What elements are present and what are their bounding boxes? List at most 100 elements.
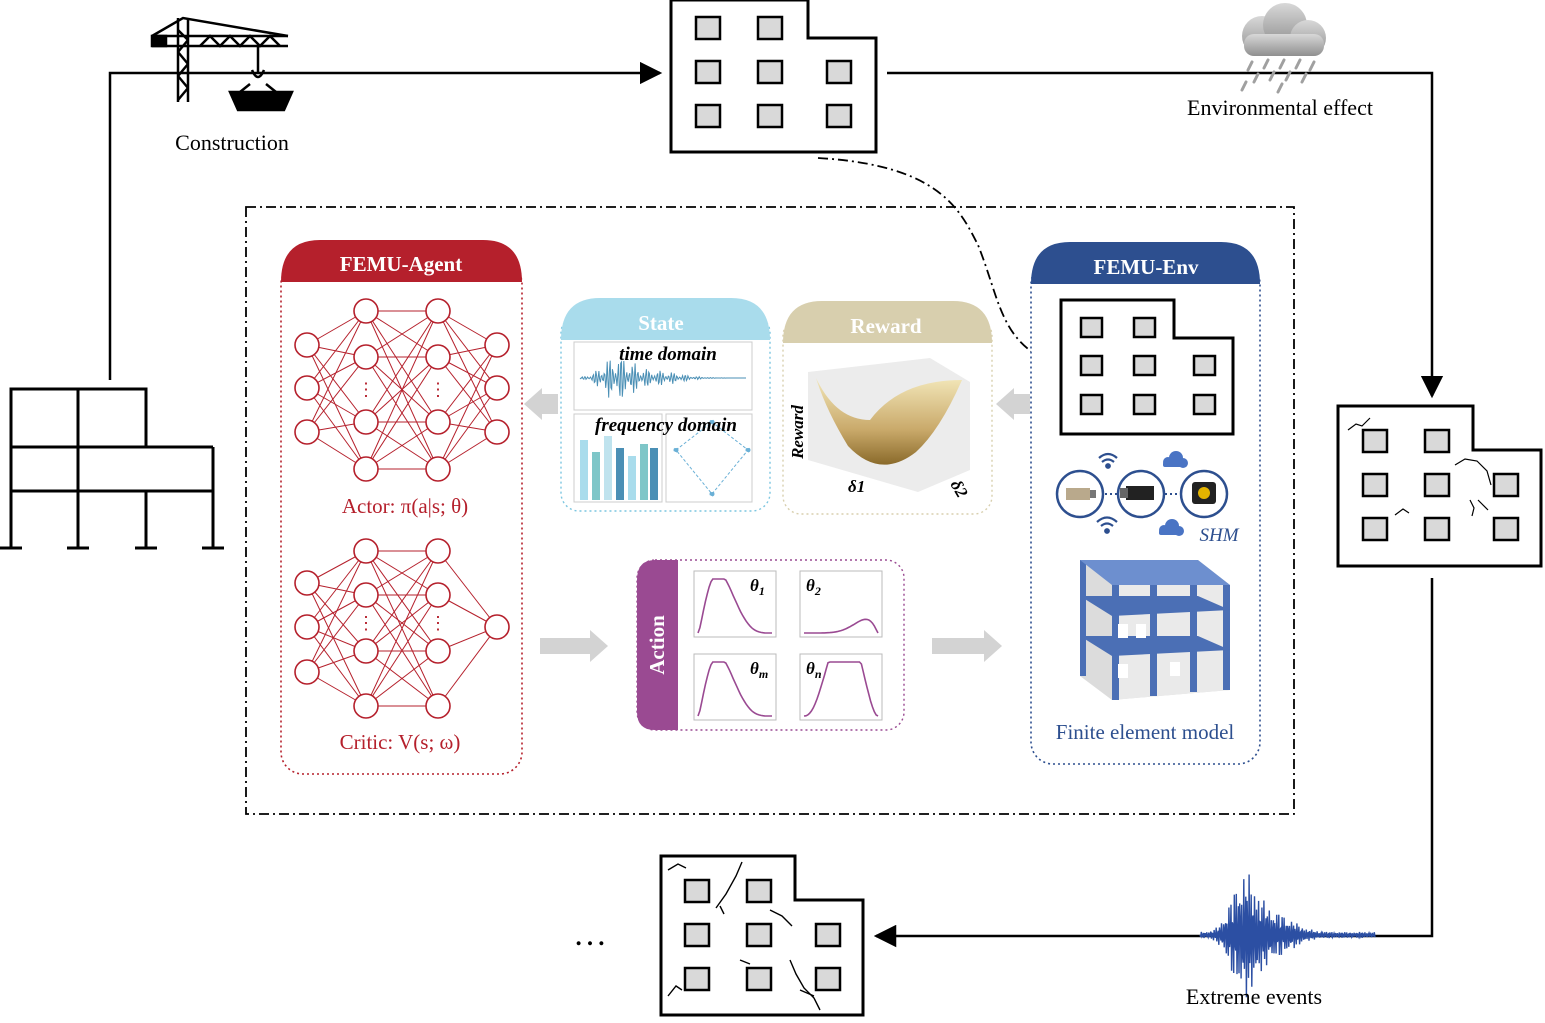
nn-node — [484, 375, 510, 401]
nn-edge — [306, 310, 367, 389]
nn-edge — [306, 356, 367, 433]
extreme-events-label: Extreme events — [1186, 984, 1322, 1009]
building-cracked-icon — [1336, 404, 1543, 568]
nn-edge — [306, 626, 367, 707]
nn-edge — [437, 550, 498, 628]
nn-edge — [306, 582, 367, 707]
crane-icon — [150, 16, 294, 112]
seismic-wave-icon — [1199, 874, 1376, 998]
distribution-curve — [804, 618, 879, 634]
nn-edge — [437, 310, 498, 433]
reward-title: Reward — [850, 314, 921, 338]
nn-edge — [306, 310, 367, 433]
lifecycle-loop — [108, 61, 1444, 948]
arrow-agent-to-action — [540, 630, 608, 662]
nn-edge — [365, 594, 439, 707]
nn-edge — [365, 594, 439, 652]
shm-label: SHM — [1199, 525, 1239, 546]
nn-node — [425, 456, 451, 482]
cloud-icon — [1159, 451, 1188, 536]
arrow-env-to-reward — [996, 388, 1030, 420]
nn-node — [484, 419, 510, 445]
nn-node — [294, 419, 320, 445]
distribution-plot — [693, 653, 777, 721]
nn-node — [425, 298, 451, 324]
nn-node — [294, 375, 320, 401]
nn-node — [294, 614, 320, 640]
nn-node — [353, 298, 379, 324]
arrow-action-to-env — [932, 630, 1002, 662]
nn-edge — [365, 310, 439, 423]
nn-edge — [437, 310, 498, 389]
rain-cloud-icon — [1240, 3, 1326, 94]
nn-node — [353, 538, 379, 564]
nn-ellipsis: ⋮ — [429, 380, 447, 400]
nn-edge — [306, 344, 367, 423]
distribution-plot — [799, 653, 883, 721]
femu-agent-panel: FEMU-Agent ⋮⋮ ⋮⋮ Actor: π(a|s; θ) Critic… — [280, 240, 523, 775]
nn-node — [484, 332, 510, 358]
nn-node — [353, 693, 379, 719]
nn-edge — [365, 421, 439, 470]
nn-edge — [306, 550, 367, 673]
nn-node — [425, 538, 451, 564]
nn-edge — [306, 344, 367, 470]
flow-arrows — [524, 388, 1030, 662]
nn-edge — [306, 582, 367, 652]
nn-node — [294, 570, 320, 596]
nn-node — [353, 344, 379, 370]
distribution-curve — [803, 661, 879, 717]
nn-edge — [437, 626, 498, 707]
nn-edge — [306, 594, 367, 673]
arrow-state-to-agent — [524, 388, 558, 420]
nn-edge — [437, 387, 498, 470]
nn-edge — [437, 344, 498, 423]
action-title: Action — [645, 615, 669, 675]
camera-sensor-icon — [1116, 469, 1166, 519]
nn-edge — [365, 550, 439, 652]
nn-edge — [306, 387, 367, 470]
reward-delta1-label: δ1 — [848, 477, 865, 496]
nn-edge — [365, 650, 439, 707]
critic-label: Critic: V(s; ω) — [340, 730, 461, 754]
nn-node — [353, 456, 379, 482]
nn-node — [353, 582, 379, 608]
finite-element-model-label: Finite element model — [1056, 720, 1235, 744]
nn-node — [353, 409, 379, 435]
nn-node — [425, 409, 451, 435]
construction-label: Construction — [175, 130, 289, 155]
femu-env-panel: FEMU-Env SHM — [1030, 242, 1261, 765]
nn-node — [353, 638, 379, 664]
actor-network: ⋮⋮ — [294, 298, 510, 482]
environmental-effect-label: Environmental effect — [1187, 95, 1373, 120]
distribution-plot — [693, 570, 777, 638]
building-damaged-icon — [659, 854, 865, 1017]
nn-node — [425, 344, 451, 370]
finite-element-model-icon — [1080, 560, 1230, 700]
nn-node — [294, 332, 320, 358]
nn-edge — [365, 550, 439, 707]
ellipsis-label: … — [573, 916, 607, 953]
reward-panel: Reward Reward δ1 δ2 — [782, 301, 993, 515]
frequency-domain-label: frequency domain — [595, 415, 737, 436]
femu-framework-box — [245, 206, 1295, 815]
nn-edge — [365, 310, 439, 470]
critic-network: ⋮⋮ — [294, 538, 510, 719]
reward-axis-label: Reward — [788, 405, 807, 460]
nn-ellipsis: ⋮ — [357, 613, 375, 633]
lidar-sensor-icon — [1179, 469, 1229, 519]
femu-env-title: FEMU-Env — [1094, 255, 1200, 279]
femu-agent-title: FEMU-Agent — [340, 252, 462, 276]
nn-edge — [365, 356, 439, 470]
frame-structure-icon — [0, 387, 224, 550]
nn-node — [425, 693, 451, 719]
distribution-plot — [799, 570, 883, 638]
state-panel: State time domain frequency domain — [560, 298, 771, 512]
nn-edge — [437, 356, 498, 433]
accelerometer-sensor-icon — [1055, 469, 1105, 519]
nn-edge — [306, 550, 367, 628]
nn-ellipsis: ⋮ — [429, 613, 447, 633]
